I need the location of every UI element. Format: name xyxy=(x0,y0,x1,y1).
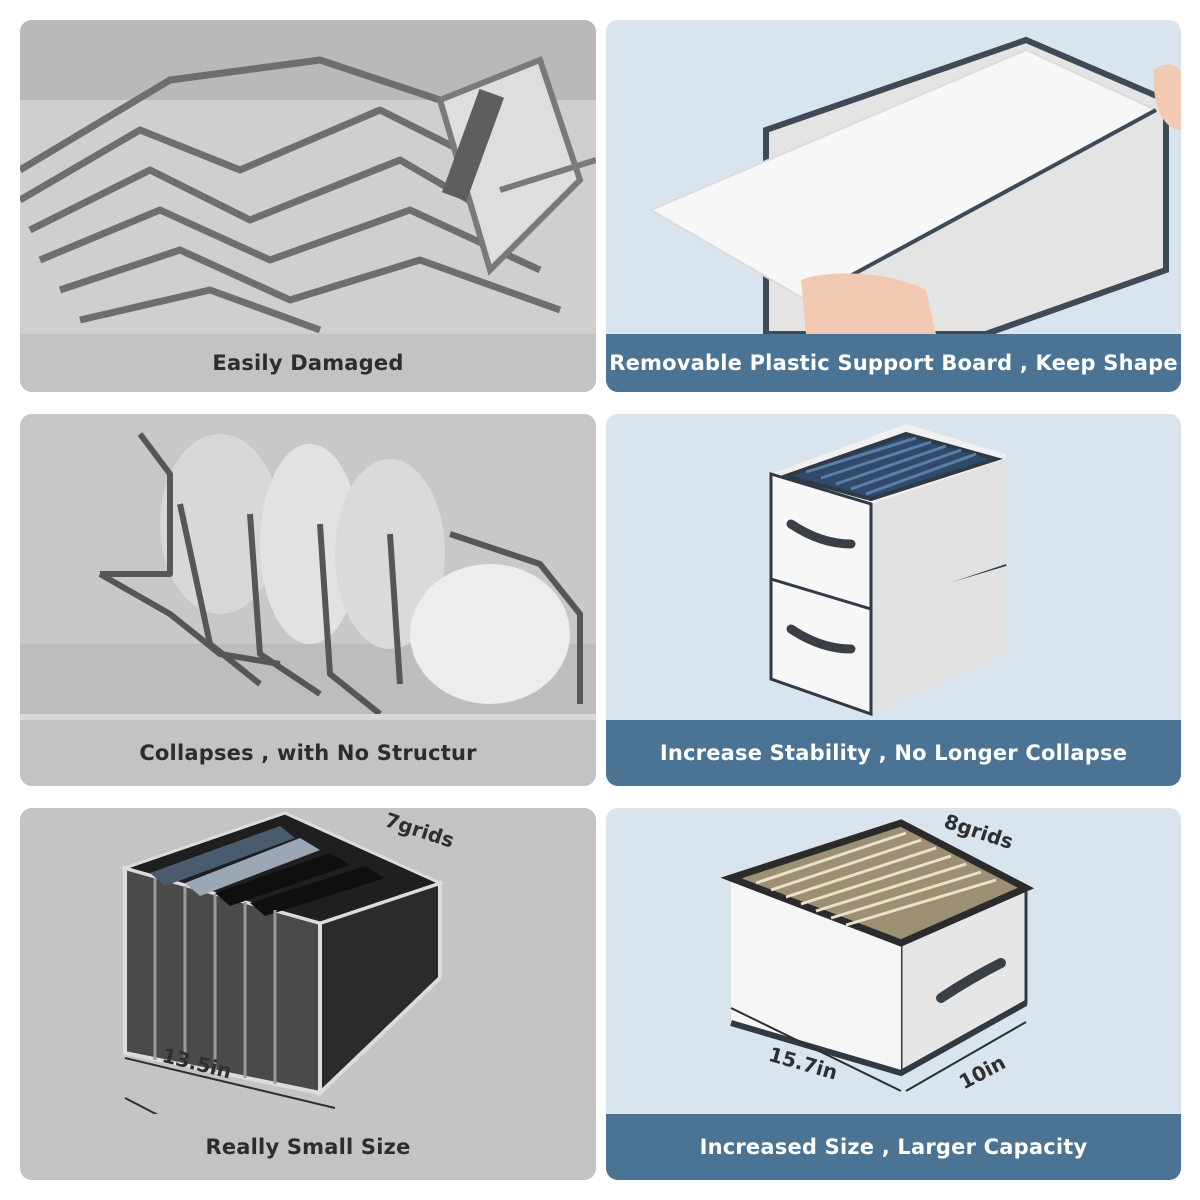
grids-label-large: 8grids xyxy=(941,809,1016,854)
caption-larger-capacity: Increased Size , Larger Capacity xyxy=(606,1114,1181,1180)
caption-small-size: Really Small Size xyxy=(20,1114,596,1180)
small-organizer-photo: 13.5in 7grids xyxy=(20,808,596,1114)
caption-stability: Increase Stability , No Longer Collapse xyxy=(606,720,1181,786)
panel-collapses: Collapses , with No Structur xyxy=(20,414,596,786)
collapsing-organizer-photo xyxy=(20,414,596,720)
grids-label-small: 7grids xyxy=(382,808,457,853)
collapsed-mesh-organizer-photo xyxy=(20,20,596,334)
length-label-small: 13.5in xyxy=(160,1043,234,1083)
panel-easily-damaged: Easily Damaged xyxy=(20,20,596,392)
width-label-large: 10in xyxy=(955,1050,1009,1094)
large-box-photo: 15.7in 10in 8grids xyxy=(606,808,1181,1114)
stacked-boxes-photo xyxy=(606,414,1181,720)
caption-easily-damaged: Easily Damaged xyxy=(20,334,596,392)
panel-support-board: Removable Plastic Support Board , Keep S… xyxy=(606,20,1181,392)
caption-support-board: Removable Plastic Support Board , Keep S… xyxy=(606,334,1181,392)
panel-stability: Increase Stability , No Longer Collapse xyxy=(606,414,1181,786)
caption-collapses: Collapses , with No Structur xyxy=(20,720,596,786)
panel-small-size: 13.5in 7grids Really Small Size xyxy=(20,808,596,1180)
support-board-photo xyxy=(606,20,1181,334)
panel-larger-capacity: 15.7in 10in 8grids Increased Size , Larg… xyxy=(606,808,1181,1180)
length-label-large: 15.7in xyxy=(766,1042,840,1084)
